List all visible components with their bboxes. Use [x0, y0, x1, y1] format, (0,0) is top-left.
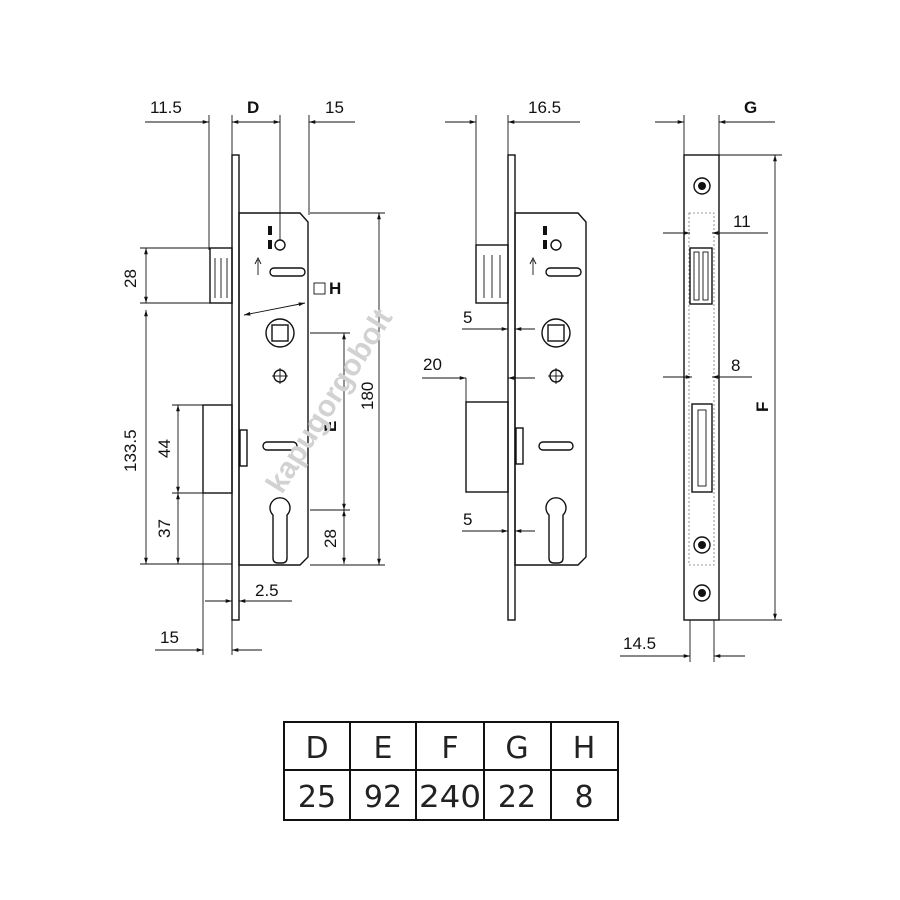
- dim-37: 37: [155, 519, 174, 538]
- dim-14-5: 14.5: [623, 634, 656, 653]
- dim-20: 20: [423, 355, 442, 374]
- faceplate-2: [507, 154, 516, 621]
- dim-5-bottom: 5: [463, 510, 472, 529]
- mount-hole-bottom: [693, 584, 711, 602]
- dim-11: 11: [733, 212, 751, 231]
- mount-hole-top: [693, 177, 711, 195]
- dead-bolt: [202, 404, 233, 494]
- latch-bolt-2: [475, 244, 509, 304]
- table-header-E: E: [374, 731, 393, 766]
- table-header-D: D: [305, 731, 328, 766]
- latch-bolt: [209, 247, 233, 304]
- dim-D: D: [247, 98, 259, 117]
- lock-front-view: [202, 154, 309, 621]
- latch-opening: [689, 247, 713, 305]
- watermark: kapugorgobolt: [260, 303, 399, 499]
- lock-body: [238, 212, 309, 566]
- lock-body-2: [514, 212, 587, 566]
- dim-28-right: 28: [321, 529, 340, 548]
- dim-15-bottom: 15: [160, 628, 179, 647]
- middle-dimensions: 16.5 5 20 5: [422, 98, 580, 533]
- faceplate-front: [683, 154, 720, 621]
- dim-E: E: [321, 421, 340, 432]
- bolt-opening: [691, 403, 713, 493]
- dim-16-5: 16.5: [528, 98, 561, 117]
- table-value-E: 92: [364, 780, 402, 815]
- dimension-table: D E F G H 25 92 240 22 8: [283, 721, 619, 821]
- body-hidden-outline: [688, 212, 715, 566]
- slot-top: [269, 267, 306, 277]
- dead-bolt-2: [465, 401, 509, 493]
- table-value-F: 240: [419, 780, 481, 815]
- cylinder-hole-2: [545, 497, 567, 564]
- dim-28-left: 28: [121, 269, 140, 288]
- table-header-H: H: [573, 731, 596, 766]
- faceplate-front-view: [683, 154, 720, 621]
- dim-2-5: 2.5: [255, 581, 279, 600]
- dim-15-top: 15: [325, 98, 344, 117]
- right-dimensions: G 11 8 F 14.5: [620, 98, 782, 662]
- table-header-G: G: [505, 731, 528, 766]
- square-symbol: [313, 282, 326, 295]
- dim-133-5: 133.5: [121, 429, 140, 472]
- dim-8: 8: [731, 356, 740, 375]
- dim-F: F: [753, 402, 772, 412]
- table-value-D: 25: [298, 780, 336, 815]
- follower: [265, 318, 295, 348]
- dim-180: 180: [358, 382, 377, 410]
- dim-G: G: [744, 98, 757, 117]
- table-header-F: F: [441, 731, 458, 766]
- dim-11-5: 11.5: [150, 98, 182, 117]
- follower-2: [541, 318, 571, 348]
- cylinder-hole: [269, 497, 291, 564]
- dim-5-top: 5: [463, 308, 472, 327]
- dim-44: 44: [155, 439, 174, 458]
- faceplate: [231, 154, 240, 621]
- lock-variant-view: [465, 154, 587, 621]
- trigger: [239, 429, 248, 467]
- mount-hole-middle: [693, 536, 711, 554]
- dim-H: H: [329, 279, 341, 298]
- table-value-H: 8: [574, 780, 593, 815]
- left-dimensions: 11.5 D 15 28 H 133.5 44 37 E 28: [121, 98, 385, 655]
- table-value-G: 22: [498, 780, 536, 815]
